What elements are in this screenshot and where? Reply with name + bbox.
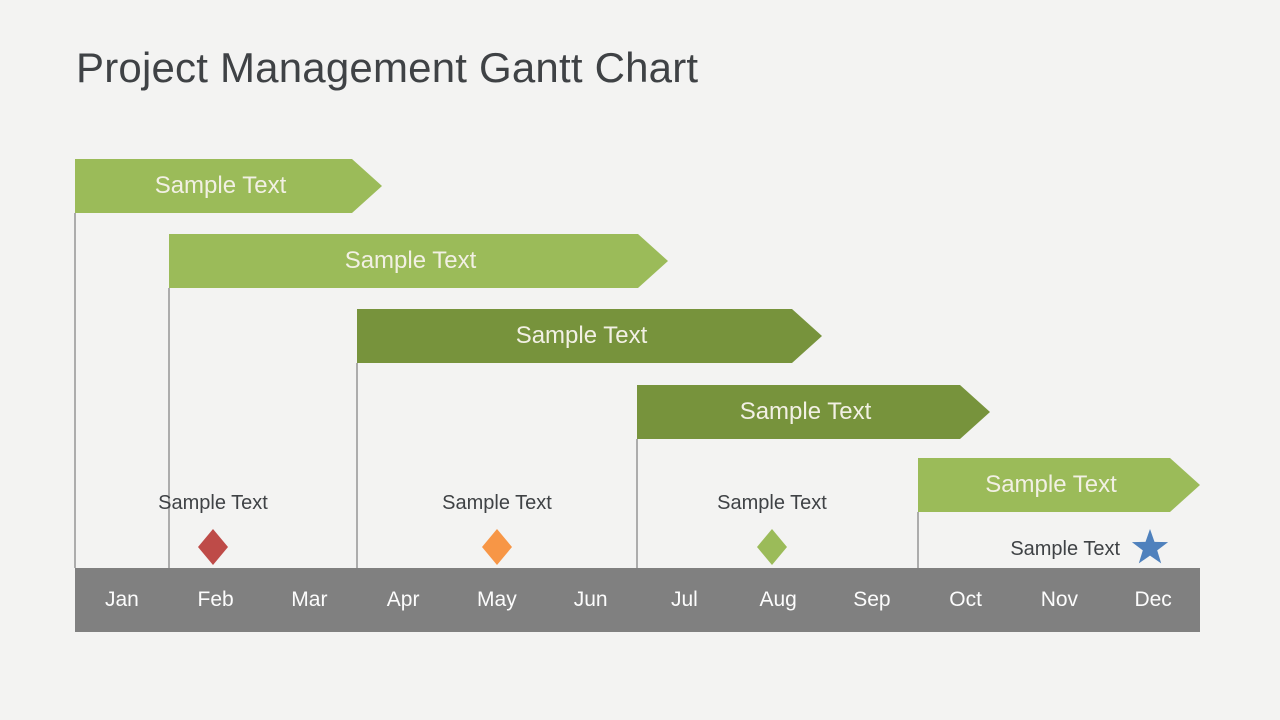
month-label: Aug — [759, 588, 797, 611]
month-label: Jan — [104, 588, 139, 611]
timeline-axis: Jan Feb Mar Apr May Jun Jul Aug Sep Oct Nov Dec — [75, 568, 1200, 632]
slide-title: Project Management Gantt Chart — [76, 44, 699, 91]
month-label: Oct — [949, 588, 982, 611]
month-label: Dec — [1134, 588, 1172, 611]
gantt-bar-label: Sample Text — [739, 398, 872, 425]
connector-gridline — [74, 213, 76, 568]
gantt-bar-label: Sample Text — [154, 172, 287, 199]
milestone-label: Sample Text — [1010, 538, 1120, 560]
milestone-label: Sample Text — [158, 492, 268, 514]
milestone-label: Sample Text — [442, 492, 552, 514]
gantt-bar-label: Sample Text — [515, 322, 648, 349]
month-label: Sep — [853, 588, 891, 611]
month-label: Nov — [1040, 588, 1079, 611]
month-label: Jun — [573, 588, 608, 611]
gantt-bar: Sample Text — [357, 309, 822, 363]
month-label: Mar — [291, 588, 328, 611]
month-label: Feb — [197, 588, 234, 611]
milestone-label: Sample Text — [717, 492, 827, 514]
gantt-bar: Sample Text — [75, 159, 382, 213]
gantt-bar-label: Sample Text — [344, 247, 477, 274]
connector-gridline — [917, 512, 919, 568]
star-milestone-icon — [1131, 529, 1169, 564]
month-label: May — [477, 588, 517, 611]
gantt-bar: Sample Text — [918, 458, 1200, 512]
diamond-milestone-icon — [757, 529, 787, 565]
connector-gridline — [636, 439, 638, 568]
month-label: Apr — [386, 588, 420, 611]
gantt-bar-label: Sample Text — [985, 471, 1117, 498]
diamond-milestone-icon — [198, 529, 228, 565]
connector-gridline — [356, 363, 358, 568]
diamond-milestone-icon — [482, 529, 512, 565]
month-label: Jul — [670, 588, 698, 611]
gantt-bar: Sample Text — [637, 385, 990, 439]
connector-gridline — [168, 288, 170, 568]
gantt-bar: Sample Text — [169, 234, 668, 288]
